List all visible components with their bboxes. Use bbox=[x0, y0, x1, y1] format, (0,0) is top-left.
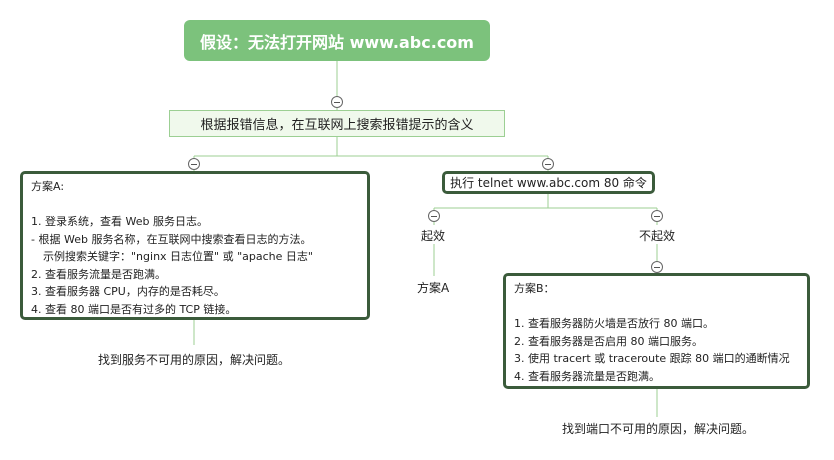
plan-a-line: 1. 登录系统，查看 Web 服务日志。 bbox=[31, 215, 208, 228]
search-error-node[interactable]: 根据报错信息，在互联网上搜索报错提示的含义 bbox=[169, 110, 505, 137]
plan-b-title: 方案B： bbox=[514, 282, 555, 295]
collapse-icon[interactable] bbox=[188, 158, 200, 170]
plan-b-line: 1. 查看服务器防火墙是否放行 80 端口。 bbox=[514, 317, 714, 330]
collapse-icon[interactable] bbox=[331, 96, 343, 108]
plan-b-line: 4. 查看服务器流量是否跑满。 bbox=[514, 369, 660, 383]
telnet-node[interactable]: 执行 telnet www.abc.com 80 命令 bbox=[442, 171, 655, 194]
not-effective-node[interactable]: 不起效 bbox=[639, 229, 676, 243]
plan-b-node[interactable]: 方案B： 1. 查看服务器防火墙是否放行 80 端口。 2. 查看服务器是否启用… bbox=[503, 273, 810, 389]
plan-a-blank-line bbox=[31, 196, 367, 214]
effective-node[interactable]: 起效 bbox=[421, 229, 446, 243]
effective-plan-a-node[interactable]: 方案A bbox=[417, 281, 450, 295]
plan-b-blank-line bbox=[514, 298, 807, 316]
plan-a-line: 示例搜索关键字："nginx 日志位置" 或 "apache 日志" bbox=[43, 250, 313, 263]
plan-a-title: 方案A: bbox=[31, 180, 65, 193]
root-node[interactable]: 假设：无法打开网站 www.abc.com bbox=[184, 20, 490, 61]
root-label: 假设：无法打开网站 www.abc.com bbox=[200, 32, 474, 52]
plan-a-line: - 根据 Web 服务名称，在互联网中搜索查看日志的方法。 bbox=[31, 232, 312, 246]
plan-b-line: 2. 查看服务器是否启用 80 端口服务。 bbox=[514, 334, 703, 348]
plan-a-line: 4. 查看 80 端口是否有过多的 TCP 链接。 bbox=[31, 302, 237, 316]
telnet-label: 执行 telnet www.abc.com 80 命令 bbox=[450, 176, 647, 190]
plan-a-node[interactable]: 方案A: 1. 登录系统，查看 Web 服务日志。 - 根据 Web 服务名称，… bbox=[20, 171, 370, 320]
collapse-icon[interactable] bbox=[651, 210, 663, 222]
plan-a-result[interactable]: 找到服务不可用的原因，解决问题。 bbox=[98, 353, 291, 367]
collapse-icon[interactable] bbox=[542, 158, 554, 170]
plan-b-result[interactable]: 找到端口不可用的原因，解决问题。 bbox=[562, 422, 755, 436]
collapse-icon[interactable] bbox=[428, 210, 440, 222]
plan-a-line: 2. 查看服务流量是否跑满。 bbox=[31, 267, 166, 281]
plan-b-line: 3. 使用 tracert 或 traceroute 跟踪 80 端口的通断情况 bbox=[514, 352, 790, 365]
plan-a-line: 3. 查看服务器 CPU，内存的是否耗尽。 bbox=[31, 285, 225, 298]
search-error-label: 根据报错信息，在互联网上搜索报错提示的含义 bbox=[200, 118, 474, 133]
collapse-icon[interactable] bbox=[651, 261, 663, 273]
